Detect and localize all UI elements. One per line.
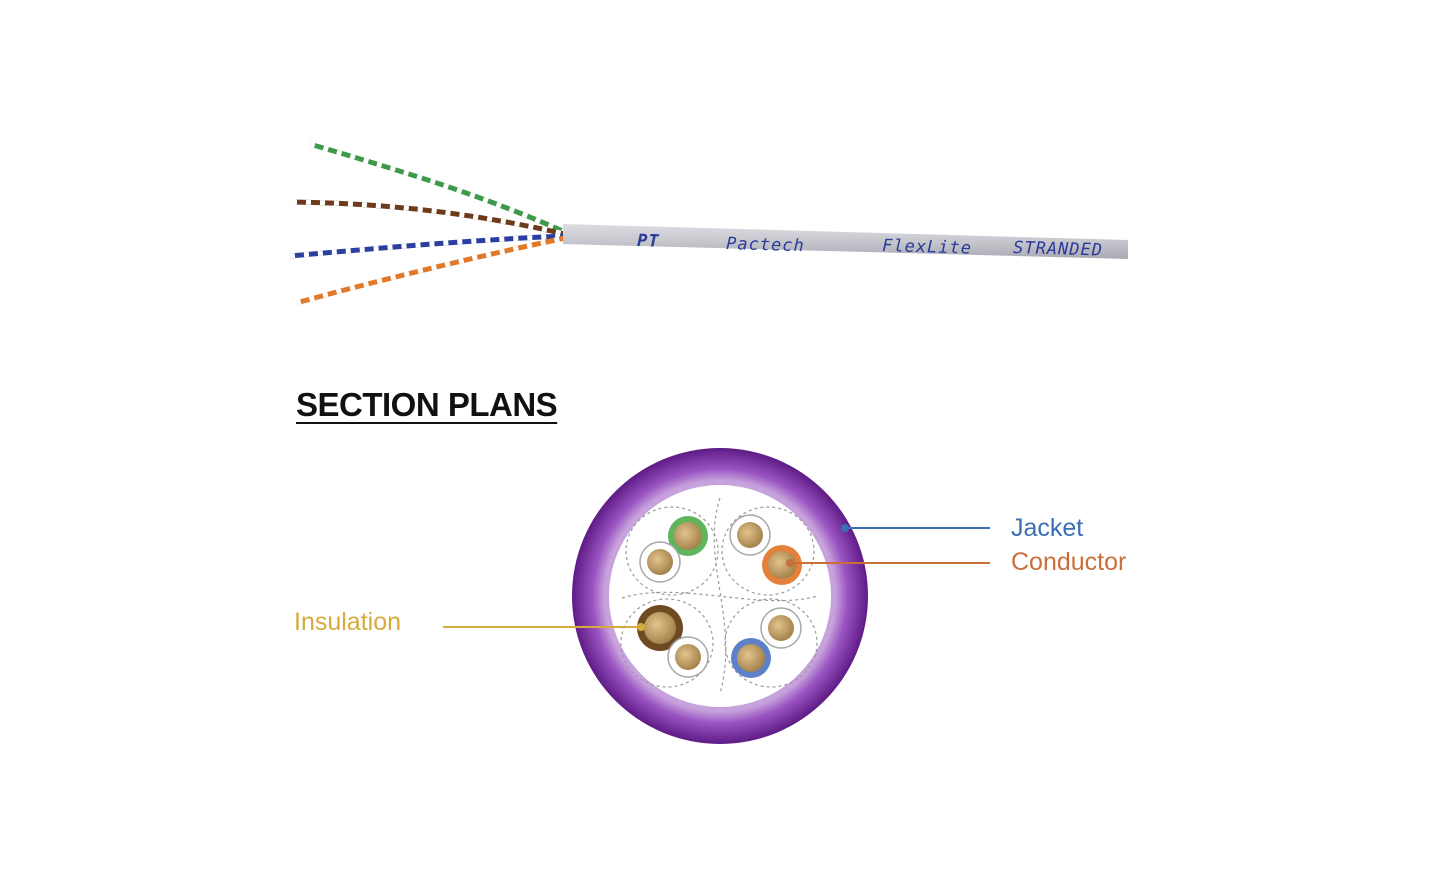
conductor-green xyxy=(668,516,708,556)
cable-print-logo: PT xyxy=(637,231,660,252)
conductor-white-orange xyxy=(729,514,771,556)
pair-brown xyxy=(291,199,566,237)
conductor-orange xyxy=(762,545,802,585)
callout-jacket-label: Jacket xyxy=(1011,514,1084,542)
callout-line-insulation xyxy=(443,623,645,631)
cable-sheath: PT Pactech FlexLite STRANDED xyxy=(563,224,1128,261)
callout-conductor-label: Conductor xyxy=(1011,548,1127,576)
pair-orange xyxy=(295,235,566,306)
callout-insulation-label: Insulation xyxy=(294,608,402,636)
cable-print-type: STRANDED xyxy=(1013,238,1103,261)
conductor-blue xyxy=(731,638,771,678)
conductor-white-green xyxy=(639,541,681,583)
callout-line-conductor xyxy=(786,559,990,567)
cable-print-product: FlexLite xyxy=(882,236,972,259)
pair-outlines xyxy=(620,497,819,695)
pair-green xyxy=(309,141,567,235)
pair-blue xyxy=(289,233,566,259)
cable-cross-section xyxy=(443,448,990,744)
callout-line-jacket xyxy=(841,524,990,532)
conductor-white-blue xyxy=(760,607,802,649)
conductor-brown xyxy=(637,605,683,651)
twisted-pairs xyxy=(289,141,567,306)
section-plans-title: SECTION PLANS xyxy=(296,386,558,423)
conductor-white-brown xyxy=(667,636,709,678)
cable-print-brand: Pactech xyxy=(726,234,805,256)
